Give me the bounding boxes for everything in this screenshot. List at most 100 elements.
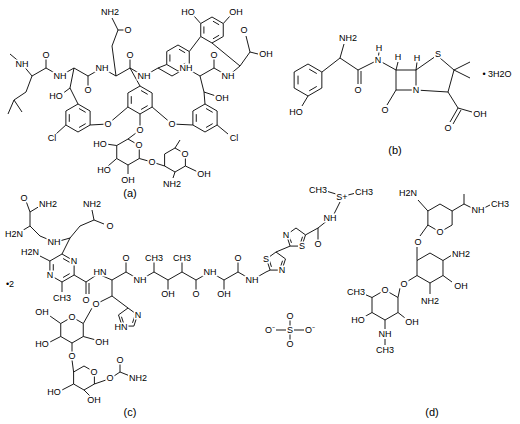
- bond-line: [30, 212, 31, 226]
- bond-line: [70, 68, 74, 88]
- bond-line: [224, 280, 225, 290]
- atom-label: O: [443, 124, 452, 133]
- bond-line: [83, 308, 92, 324]
- atom-label: OH: [472, 110, 488, 119]
- atom-label: OH: [196, 170, 212, 179]
- bond-line: [340, 44, 344, 58]
- bond-line: [80, 220, 94, 226]
- bond-line: [448, 70, 454, 92]
- ring-bond: [69, 114, 70, 122]
- bond-line: [450, 108, 458, 122]
- ring-bond: [66, 104, 90, 132]
- bond-line: [168, 272, 182, 280]
- bond-line: [168, 280, 169, 290]
- bond-line: [224, 272, 238, 280]
- atom-label: O: [134, 141, 143, 150]
- atom-label: CH3: [354, 188, 374, 197]
- atom-label: NH2: [128, 374, 148, 383]
- bond-line: [8, 100, 14, 114]
- bond-line: [130, 59, 131, 68]
- atom-label: O: [285, 340, 294, 349]
- atom-label: O: [67, 313, 76, 322]
- bond-line: [14, 92, 26, 100]
- atom-label: O: [19, 194, 28, 203]
- atom-label: N: [134, 311, 143, 320]
- bond-line: [454, 70, 470, 78]
- bond-line: [302, 96, 308, 106]
- bond-line: [112, 280, 113, 296]
- atom-label: HO: [48, 92, 64, 101]
- bond-line: [112, 30, 118, 46]
- atom-label: OH: [86, 396, 102, 405]
- bond-line: [173, 172, 175, 178]
- bond-line: [452, 204, 464, 211]
- bond-line: [196, 280, 197, 290]
- atom-label: NH: [221, 72, 236, 81]
- atom-label: • 3H2O: [481, 70, 512, 79]
- bond-line: [112, 296, 128, 308]
- ring-bond: [131, 96, 132, 104]
- atom-label: NH2: [162, 180, 182, 189]
- atom-label: NH: [471, 206, 486, 215]
- bond-line: [128, 165, 129, 174]
- bond-line: [416, 90, 448, 92]
- chain-bonds: [8, 16, 490, 396]
- ring-bond: [294, 64, 322, 96]
- atom-label: OH: [214, 94, 230, 103]
- ring-bond: [309, 69, 317, 73]
- atom-label: O: [380, 106, 389, 115]
- atom-label: OH: [216, 290, 232, 299]
- atom-label: NH: [15, 60, 30, 69]
- atom-label: NH2: [100, 8, 120, 17]
- ring-bond: [213, 35, 219, 39]
- bond-line: [398, 288, 400, 298]
- ring-bond: [179, 49, 185, 53]
- bond-line: [116, 68, 130, 76]
- atom-label: N: [46, 271, 55, 280]
- bond-line: [408, 276, 417, 282]
- atom-label: N: [282, 231, 291, 240]
- atom-label: O: [285, 312, 294, 321]
- atom-label: O: [191, 290, 200, 299]
- ring-bond: [206, 109, 213, 113]
- atom-label: NH2: [82, 200, 102, 209]
- atom-label: O: [313, 240, 322, 249]
- bond-line: [154, 262, 155, 272]
- bond-line: [420, 225, 428, 236]
- bond-line: [385, 339, 386, 345]
- atom-label: O: [105, 222, 114, 231]
- atom-label: O⁻: [264, 326, 276, 335]
- bond-line: [154, 272, 168, 280]
- bond-line: [200, 76, 204, 92]
- atom-label: O: [105, 374, 114, 383]
- bond-line: [88, 76, 89, 86]
- atom-label: S: [298, 242, 306, 251]
- atom-label: S: [286, 326, 294, 335]
- bond-line: [418, 200, 428, 211]
- atom-label: NH: [137, 72, 152, 81]
- bond-line: [417, 247, 418, 261]
- bond-line: [385, 320, 386, 329]
- bond-line: [182, 262, 183, 272]
- bond-line: [40, 256, 50, 261]
- atom-label: O: [125, 51, 134, 60]
- bond-line: [62, 238, 70, 254]
- atom-label: O: [115, 356, 124, 365]
- atom-label: NH: [133, 276, 148, 285]
- atom-label: CH3: [308, 186, 328, 195]
- bond-line: [464, 194, 465, 204]
- bond-line: [217, 125, 228, 134]
- atom-label: O⁻: [304, 326, 316, 335]
- bond-line: [30, 226, 40, 236]
- atom-label: N: [70, 257, 79, 266]
- atom-label: NH2: [451, 250, 471, 259]
- atom-label: O: [399, 280, 408, 289]
- bond-line: [266, 270, 270, 272]
- ring-bond: [79, 124, 86, 128]
- bond-line: [358, 70, 359, 84]
- ring-bond: [203, 26, 204, 33]
- panel-caption: (b): [387, 145, 402, 156]
- ring-bond: [63, 259, 70, 263]
- atom-label: OH: [228, 8, 244, 17]
- atom-label: OH: [120, 176, 136, 185]
